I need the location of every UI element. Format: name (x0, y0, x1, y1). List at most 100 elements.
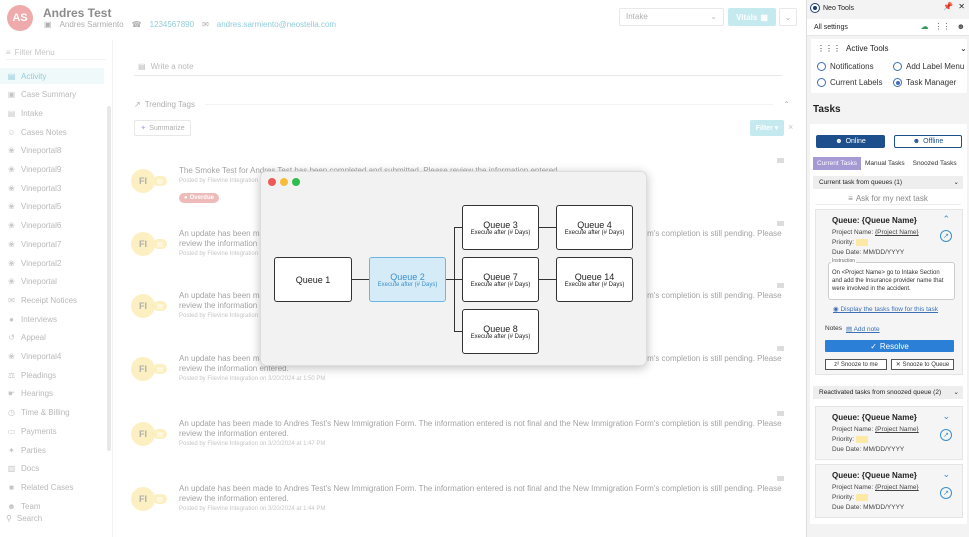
entry-menu-icon[interactable] (777, 158, 784, 163)
sidebar-item[interactable]: ❀Vineportal2 (0, 255, 104, 271)
sidebar-item[interactable]: ▥Docs (0, 461, 104, 477)
entry-menu-icon[interactable] (777, 476, 784, 481)
close-icon[interactable]: ✕ (958, 2, 965, 11)
close-icon[interactable]: × (788, 122, 794, 132)
sidebar-item[interactable]: ❀Vineportal4 (0, 349, 104, 365)
sidebar-item[interactable]: ❀Vineportal7 (0, 236, 104, 252)
tool-radio[interactable]: Current Labels (817, 78, 882, 87)
sidebar-item[interactable]: ⚖Pleadings (0, 367, 104, 383)
sidebar-item[interactable]: ❀Vineportal8 (0, 143, 104, 159)
tool-radio[interactable]: Notifications (817, 62, 874, 71)
sidebar-item-label: Vineportal2 (21, 258, 62, 268)
radio-icon[interactable] (817, 62, 826, 71)
radio-icon[interactable] (817, 78, 826, 87)
sidebar-item[interactable]: ☺Cases Notes (0, 124, 104, 140)
sidebar-scrollbar[interactable] (107, 106, 111, 451)
pin-icon[interactable]: 📌 (943, 2, 953, 11)
phase-select[interactable]: Intake ⌄ (619, 8, 724, 26)
open-task-icon[interactable]: ↗ (940, 429, 952, 441)
active-tools-header[interactable]: ⋮⋮⋮ Active Tools ⌄ (817, 44, 967, 53)
sidebar-item[interactable]: ▣Case Summary (0, 87, 104, 103)
summarize-button[interactable]: ✦ Summarize (134, 120, 191, 136)
email-link[interactable]: andres.sarmiento@neostella.com (216, 20, 337, 29)
author-avatar: FI (131, 487, 155, 511)
entry-meta: Posted by Filevine Integration on 3/20/2… (179, 506, 326, 512)
sidebar-item[interactable]: ↺Appeal (0, 330, 104, 346)
entry-menu-icon[interactable] (777, 283, 784, 288)
snooze-to-queue-button[interactable]: ✕ Snooze to Queue (891, 359, 954, 370)
sidebar-item[interactable]: ✦Parties (0, 442, 104, 458)
chevron-up-icon[interactable]: ⌃ (942, 214, 950, 224)
sidebar-item[interactable]: ●Interviews (0, 311, 104, 327)
sidebar-item[interactable]: ▭Payments (0, 423, 104, 439)
sidebar-item[interactable]: ❀Vineportal6 (0, 218, 104, 234)
ask-next-task-button[interactable]: ≡ Ask for my next task (815, 192, 961, 205)
entry-menu-icon[interactable] (777, 346, 784, 351)
write-note-input[interactable]: ▤ Write a note (134, 58, 782, 76)
tasks-flow-link[interactable]: ◉ Display the tasks flow for this task (833, 306, 939, 313)
resolve-button[interactable]: ✓ Resolve (825, 340, 954, 352)
sidebar-item[interactable]: ▤Activity (0, 68, 104, 84)
filter-menu-input[interactable]: ≡ Filter Menu (6, 46, 106, 60)
online-button[interactable]: ☻ Online (816, 135, 885, 148)
open-task-icon[interactable]: ↗ (940, 487, 952, 499)
header-more-button[interactable]: ⌄ (779, 8, 797, 26)
chevron-down-icon[interactable]: ⌄ (942, 411, 950, 421)
sidebar-item[interactable]: ❀Vineportal5 (0, 199, 104, 215)
tool-radio[interactable]: Add Label Menu (893, 62, 964, 71)
current-tasks-section-header[interactable]: Current task from queues (1) ⌄ (813, 176, 963, 189)
vine-icon: ❀ (8, 221, 15, 231)
offline-button[interactable]: ☻ Offline (894, 135, 962, 148)
panel-title: Neo Tools (823, 4, 855, 12)
add-note-link[interactable]: ▤ Add note (845, 326, 880, 333)
sidebar-item[interactable]: ☛Hearings (0, 386, 104, 402)
sidebar-search[interactable]: ⚲ Search (6, 514, 106, 523)
user-icon[interactable]: ☻ (956, 22, 965, 31)
radio-icon[interactable] (893, 78, 902, 87)
all-settings-bar[interactable]: All settings ☁ ⋮⋮ ☻ (807, 19, 969, 36)
snooze-to-me-button[interactable]: z² Snooze to me (825, 359, 887, 370)
phone-link[interactable]: 1234567890 (149, 20, 195, 29)
sidebar-item[interactable]: ☻Team (0, 498, 104, 514)
sidebar-item[interactable]: ❀Vineportal (0, 274, 104, 290)
cloud-icon[interactable]: ☁ (920, 22, 929, 31)
tab-snoozed-tasks[interactable]: Snoozed Tasks (912, 160, 957, 167)
tool-radio[interactable]: Task Manager (893, 78, 956, 87)
close-window-dot[interactable] (268, 178, 276, 186)
sidebar-item[interactable]: ▤Intake (0, 105, 104, 121)
chevron-up-icon[interactable]: ⌃ (783, 99, 790, 109)
sidebar-item-label: Docs (21, 464, 40, 474)
sidebar-item[interactable]: ❀Vineportal9 (0, 162, 104, 178)
grid-icon[interactable]: ⋮⋮ (934, 22, 951, 31)
minimize-window-dot[interactable] (280, 178, 288, 186)
radio-icon[interactable] (893, 62, 902, 71)
project-value[interactable]: {Project Name} (875, 426, 919, 433)
sidebar-item[interactable]: ◷Time & Billing (0, 405, 104, 421)
chevron-down-icon[interactable]: ⌄ (942, 469, 950, 479)
tab-current-tasks[interactable]: Current Tasks (813, 157, 861, 170)
chevron-down-icon[interactable]: ⌄ (960, 44, 967, 53)
project-value[interactable]: {Project Name} (875, 229, 919, 236)
entry-menu-icon[interactable] (777, 411, 784, 416)
queue-node[interactable]: Queue 1 (274, 257, 352, 302)
integration-badge: ▤ (153, 429, 167, 439)
tab-manual-tasks[interactable]: Manual Tasks (864, 160, 905, 167)
project-value[interactable]: {Project Name} (875, 484, 919, 491)
maximize-window-dot[interactable] (292, 178, 300, 186)
open-task-icon[interactable]: ↗ (940, 230, 952, 242)
flow-connector (539, 227, 556, 228)
vitals-button[interactable]: Vitals ▦ (728, 8, 776, 26)
sidebar-item[interactable]: ■Related Cases (0, 479, 104, 495)
filter-button[interactable]: Filter ▾ (750, 120, 784, 136)
flow-connector (454, 331, 462, 332)
sidebar-item[interactable]: ❀Vineportal3 (0, 180, 104, 196)
reactivated-tasks-section-header[interactable]: Reactivated tasks from snoozed queue (2)… (813, 386, 963, 399)
sidebar-item[interactable]: ✉Receipt Notices (0, 292, 104, 308)
entry-menu-icon[interactable] (777, 221, 784, 226)
